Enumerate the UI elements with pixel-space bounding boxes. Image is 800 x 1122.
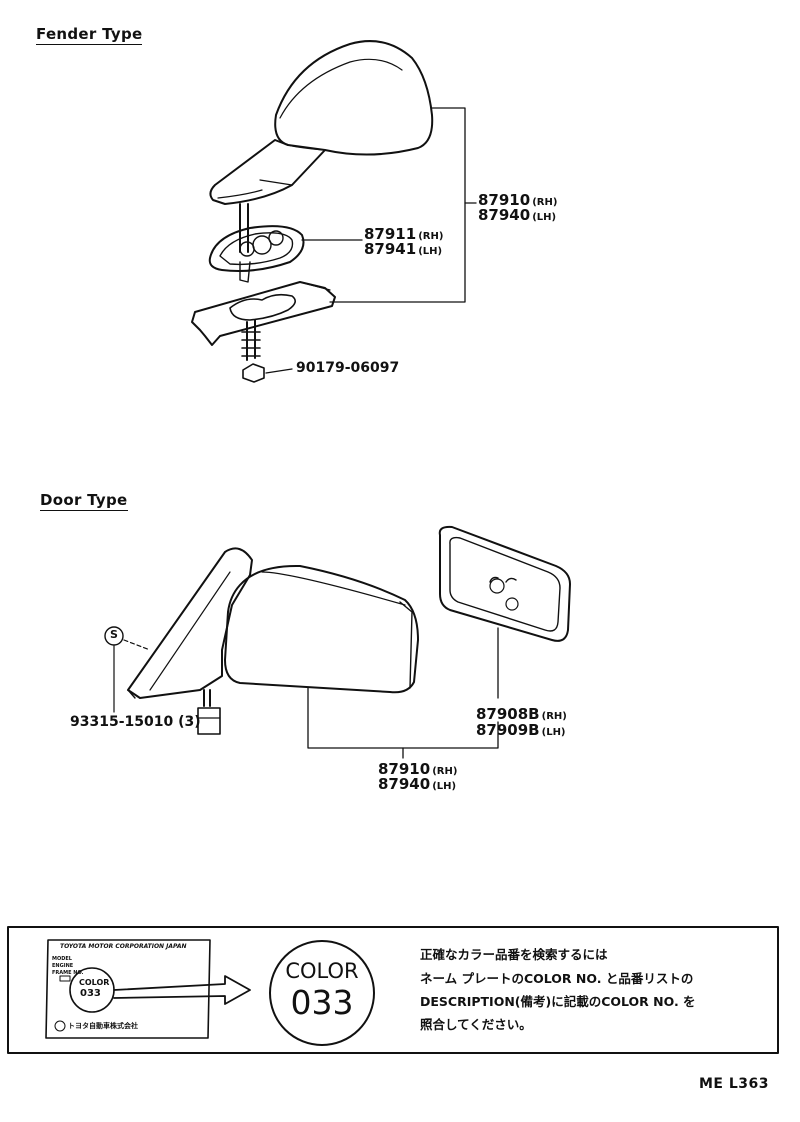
- part-number: 87940: [378, 775, 431, 793]
- side-label: (LH): [541, 727, 566, 738]
- plate-color-label: COLOR: [79, 978, 110, 987]
- part-number: 87940: [478, 206, 531, 224]
- door-glass-number-rh: 87908B(RH): [476, 704, 567, 723]
- big-color-value: 033: [290, 983, 354, 1022]
- color-circle-outline: [269, 940, 375, 1046]
- side-label: (LH): [532, 212, 557, 223]
- big-color-label: COLOR: [285, 959, 359, 983]
- plate-row-engine: ENGINE: [52, 963, 74, 969]
- part-number: 87910: [478, 191, 531, 209]
- plate-footer: トヨタ自動車株式会社: [68, 1022, 138, 1030]
- door-assembly-number-lh: 87940(LH): [378, 774, 456, 793]
- fender-base-number-lh: 87941(LH): [364, 239, 442, 258]
- part-number: 87911: [364, 225, 417, 243]
- door-type-title: Door Type: [40, 491, 128, 511]
- fender-base-number-rh: 87911(RH): [364, 224, 443, 243]
- part-number: 87941: [364, 240, 417, 258]
- plate-color-value: 033: [80, 988, 101, 999]
- plate-header: TOYOTA MOTOR CORPORATION JAPAN: [60, 943, 187, 950]
- plate-row-frame: FRAME NO.: [52, 970, 84, 976]
- side-label: (RH): [532, 197, 558, 208]
- page-code: ME L363: [699, 1076, 770, 1092]
- part-number: 87909B: [476, 721, 540, 739]
- fender-type-title: Fender Type: [36, 25, 143, 45]
- screw-symbol-label: S: [110, 628, 118, 641]
- door-mirror-assembly-drawing: [104, 525, 571, 759]
- color-note-line-2: ネーム プレートのCOLOR NO. と品番リストの: [420, 971, 694, 986]
- name-plate-drawing: [45, 939, 251, 1039]
- part-number: 87910: [378, 760, 431, 778]
- color-note-line-4: 照合してください。: [420, 1017, 532, 1032]
- color-note-frame: [7, 926, 779, 1054]
- side-label: (RH): [541, 711, 567, 722]
- side-label: (LH): [418, 246, 443, 257]
- door-screw-number: 93315-15010 (3): [70, 714, 201, 730]
- door-glass-number-lh: 87909B(LH): [476, 720, 566, 739]
- side-label: (RH): [418, 231, 444, 242]
- fender-mirror-assembly-drawing: [191, 40, 477, 383]
- plate-row-model: MODEL: [52, 956, 72, 962]
- door-assembly-number-rh: 87910(RH): [378, 759, 457, 778]
- color-note-line-3: DESCRIPTION(備考)に記載のCOLOR NO. を: [420, 994, 696, 1009]
- fender-assembly-number-rh: 87910(RH): [478, 190, 557, 209]
- side-label: (LH): [432, 781, 457, 792]
- side-label: (RH): [432, 766, 458, 777]
- fender-nut-number: 90179-06097: [296, 360, 400, 376]
- part-number: 87908B: [476, 705, 540, 723]
- color-note-line-1: 正確なカラー品番を検索するには: [420, 947, 608, 962]
- fender-assembly-number-lh: 87940(LH): [478, 205, 556, 224]
